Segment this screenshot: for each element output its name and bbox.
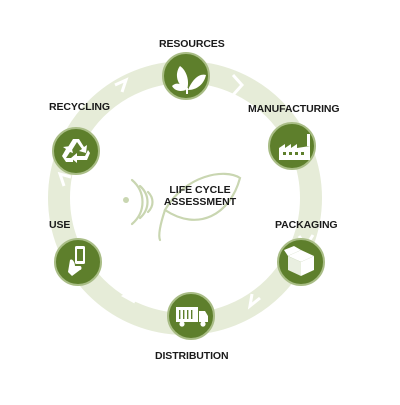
stage-label-manufacturing: MANUFACTURING: [248, 103, 340, 115]
center-title-line1: LIFE CYCLE: [169, 184, 231, 196]
stage-manufacturing-node: [268, 122, 316, 170]
stage-packaging-node: [277, 238, 325, 286]
center-title: LIFE CYCLE ASSESSMENT: [138, 184, 262, 208]
recycle-icon: [62, 139, 90, 163]
stage-resources-node: [162, 52, 210, 100]
truck-icon: [176, 307, 208, 327]
center-leaf-graphic: [123, 172, 242, 242]
stage-use-node: [54, 238, 102, 286]
phone-in-hand-icon: [68, 246, 85, 276]
stage-label-resources: RESOURCES: [159, 38, 225, 50]
center-title-line2: ASSESSMENT: [163, 196, 237, 208]
stage-label-recycling: RECYCLING: [49, 101, 110, 113]
box-icon: [284, 246, 314, 276]
stage-recycling-node: [52, 127, 100, 175]
leaf-icon: [172, 66, 206, 94]
factory-icon: [279, 134, 310, 160]
stage-label-packaging: PACKAGING: [275, 219, 338, 231]
stage-label-use: USE: [49, 219, 71, 231]
stage-label-distribution: DISTRIBUTION: [155, 350, 229, 362]
stage-distribution-node: [167, 292, 215, 340]
